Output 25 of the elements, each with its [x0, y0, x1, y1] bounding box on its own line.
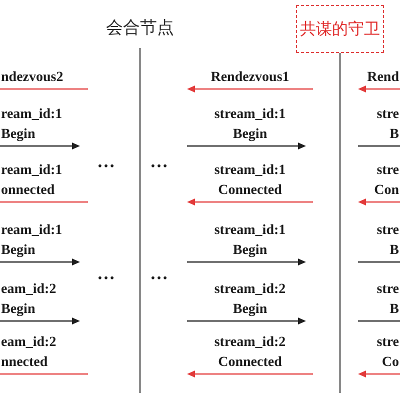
message-label: stream_id:2 Begin [214, 281, 286, 319]
message-label: stre B [376, 222, 399, 260]
message-label: stre B [376, 106, 399, 144]
participant-label: 会合节点 [106, 17, 174, 39]
message-label: eam_id:2 nnected [1, 334, 56, 372]
participant-label: 共谋的守卫 [300, 19, 380, 39]
message-label: stream_id:1 Connected [214, 162, 286, 200]
ellipsis: … [150, 152, 168, 170]
message-label: Rend [367, 69, 399, 87]
message-label: stre B [376, 281, 399, 319]
message-label: eam_id:2 Begin [1, 281, 56, 319]
message-label: ream_id:1 onnected [1, 162, 62, 200]
ellipsis: … [97, 264, 115, 282]
message-label: stream_id:1 Begin [214, 106, 286, 144]
participant-box [296, 5, 384, 53]
ellipsis: … [150, 264, 168, 282]
message-label: ream_id:1 Begin [1, 106, 62, 144]
message-label: ndezvous2 [1, 69, 64, 87]
message-label: stre Con [374, 162, 399, 200]
message-label: stre Co [376, 334, 399, 372]
message-label: ream_id:1 Begin [1, 222, 62, 260]
message-label: stream_id:2 Connected [214, 334, 286, 372]
message-label: Rendezvous1 [210, 69, 290, 87]
message-label: stream_id:1 Begin [214, 222, 286, 260]
ellipsis: … [97, 152, 115, 170]
